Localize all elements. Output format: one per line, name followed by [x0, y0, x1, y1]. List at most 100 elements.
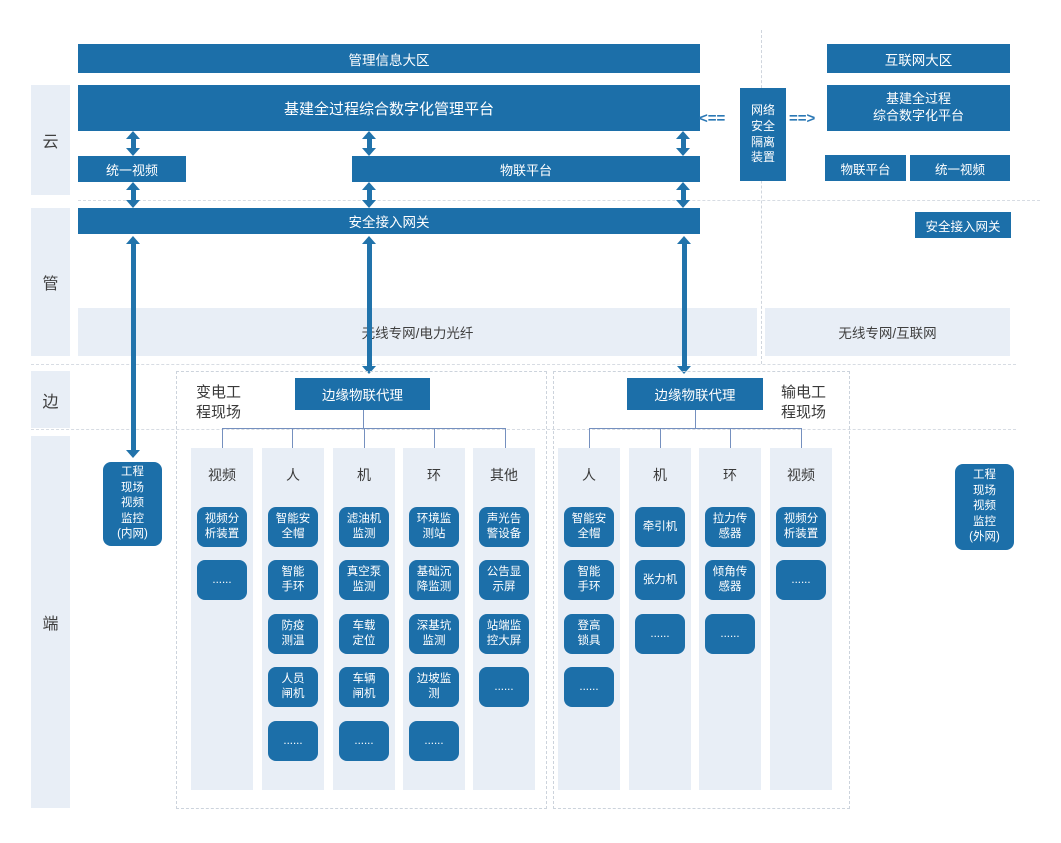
- column-header: 人: [582, 467, 596, 483]
- device-box: ......: [705, 614, 755, 654]
- double-arrow: [676, 182, 690, 208]
- column-header: 机: [653, 467, 667, 483]
- device-box: 声光告 警设备: [479, 507, 529, 547]
- device-box: 公告显 示屏: [479, 560, 529, 600]
- iot-platform-label-left: 物联平台: [499, 162, 552, 178]
- device-box: 视频分 析装置: [197, 507, 247, 547]
- rail-cloud: 云: [31, 85, 70, 195]
- digital-platform-label: 基建全过程综合数字化管理平台: [283, 100, 494, 118]
- unified-video-box-left: 统一视频: [78, 156, 186, 182]
- column-header: 其他: [490, 467, 518, 483]
- unified-video-label-right: 统一视频: [934, 162, 985, 177]
- divider-edge-terminal: [31, 429, 1016, 430]
- double-arrow-gateway-to-intranet-monitor: [126, 236, 140, 458]
- wireless-band-left: 无线专网/电力光纤: [78, 308, 757, 356]
- device-box: 深基坑 监测: [409, 614, 459, 654]
- device-box: ......: [409, 721, 459, 761]
- device-box: ......: [564, 667, 614, 707]
- device-box: ......: [268, 721, 318, 761]
- divider-cloud-pipe: [78, 200, 1040, 201]
- device-box: 滤油机 监测: [339, 507, 389, 547]
- device-box: 倾角传 感器: [705, 560, 755, 600]
- device-box: 车载 定位: [339, 614, 389, 654]
- device-box: 防疫 测温: [268, 614, 318, 654]
- rail-cloud-label: 云: [42, 134, 59, 151]
- connector-line: [434, 428, 435, 448]
- device-box: ......: [339, 721, 389, 761]
- connector-line: [801, 428, 802, 448]
- rail-pipe: 管: [31, 208, 70, 356]
- wireless-band-right: 无线专网/互联网: [765, 308, 1010, 356]
- monitor-intranet-box: 工程 现场 视频 监控 (内网): [103, 462, 162, 546]
- edge-agent-substation: 边缘物联代理: [295, 378, 430, 410]
- monitor-extranet-box: 工程 现场 视频 监控 (外网): [955, 464, 1014, 550]
- isolation-right-flow-arrow: ==>: [789, 110, 816, 127]
- substation-site-group: [176, 371, 547, 809]
- rail-edge-label: 边: [42, 393, 59, 411]
- unified-video-box-right: 统一视频: [910, 155, 1010, 181]
- rail-terminal: 端: [31, 436, 70, 808]
- connector-line: [363, 410, 364, 428]
- double-arrow: [362, 131, 376, 156]
- connector-line: [505, 428, 506, 448]
- connector-line: [222, 428, 223, 448]
- device-box: 牵引机: [635, 507, 685, 547]
- internet-zone-bar: 互联网大区: [827, 44, 1010, 73]
- double-arrow: [126, 131, 140, 156]
- iot-platform-label-right: 物联平台: [840, 162, 891, 177]
- gateway-label-left: 安全接入网关: [348, 215, 430, 230]
- device-box: 张力机: [635, 560, 685, 600]
- device-box: ......: [479, 667, 529, 707]
- digital-platform-box-right: 基建全过程 综合数字化平台: [827, 85, 1010, 131]
- column-substation-video: [191, 448, 253, 790]
- device-box: 智能 手环: [564, 560, 614, 600]
- column-header: 人: [286, 467, 300, 483]
- divider-pipe-edge: [31, 364, 1016, 365]
- rail-terminal-label: 端: [42, 616, 59, 633]
- site-label-substation: 变电工 程现场: [196, 384, 242, 421]
- column-header: 环: [723, 467, 737, 483]
- wireless-band-right-label: 无线专网/互联网: [838, 326, 937, 341]
- digital-platform-bar: 基建全过程综合数字化管理平台: [78, 85, 700, 131]
- device-box: ......: [197, 560, 247, 600]
- column-header: 视频: [787, 467, 815, 483]
- gateway-bar-left: 安全接入网关: [78, 208, 700, 234]
- device-box: 基础沉 降监测: [409, 560, 459, 600]
- device-box: 登高 锁具: [564, 614, 614, 654]
- device-box: 人员 闸机: [268, 667, 318, 707]
- connector-line: [222, 428, 505, 429]
- device-box: 智能安 全帽: [564, 507, 614, 547]
- connector-line: [730, 428, 731, 448]
- management-zone-bar: 管理信息大区: [78, 44, 700, 73]
- site-label-transmission: 输电工 程现场: [781, 384, 827, 421]
- connector-line: [695, 410, 696, 428]
- double-arrow-gateway-to-transmission-agent: [677, 236, 691, 374]
- column-transmission-video: [770, 448, 832, 790]
- double-arrow-gateway-to-substation-agent: [362, 236, 376, 374]
- edge-agent-transmission: 边缘物联代理: [627, 378, 763, 410]
- connector-line: [292, 428, 293, 448]
- column-header: 环: [427, 467, 441, 483]
- gateway-box-right: 安全接入网关: [915, 212, 1011, 238]
- connector-line: [660, 428, 661, 448]
- isolation-device-label: 网络 安全 隔离 装置: [750, 103, 775, 165]
- digital-platform-label-right: 基建全过程 综合数字化平台: [872, 91, 964, 123]
- edge-agent-transmission-label: 边缘物联代理: [654, 388, 736, 403]
- connector-line: [589, 428, 590, 448]
- device-box: 车辆 闸机: [339, 667, 389, 707]
- device-box: 边坡监 测: [409, 667, 459, 707]
- gateway-label-right: 安全接入网关: [925, 219, 1001, 234]
- internet-zone-label: 互联网大区: [884, 52, 953, 68]
- isolation-device-box: 网络 安全 隔离 装置: [740, 88, 786, 181]
- double-arrow: [126, 182, 140, 208]
- iot-platform-bar-left: 物联平台: [352, 156, 700, 182]
- iot-platform-box-right: 物联平台: [825, 155, 906, 181]
- device-box: 站端监 控大屏: [479, 614, 529, 654]
- column-header: 视频: [208, 467, 236, 483]
- management-zone-label: 管理信息大区: [348, 52, 430, 68]
- unified-video-label-left: 统一视频: [105, 162, 158, 178]
- device-box: 智能 手环: [268, 560, 318, 600]
- connector-line: [364, 428, 365, 448]
- device-box: 智能安 全帽: [268, 507, 318, 547]
